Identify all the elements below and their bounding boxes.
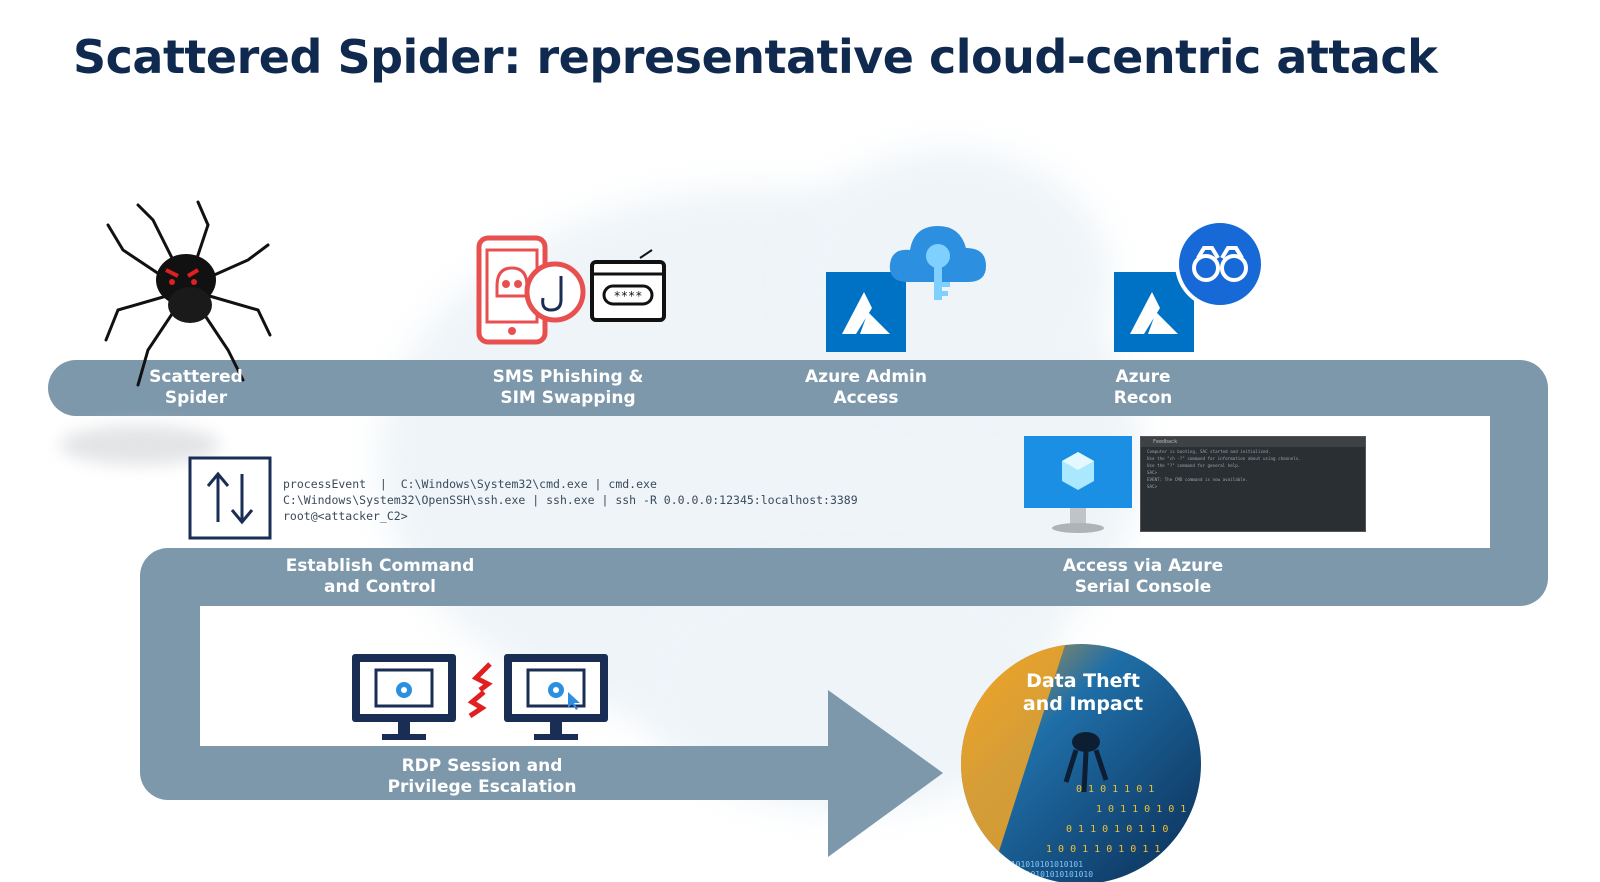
svg-text:1010101010101010: 1010101010101010 <box>1016 870 1093 879</box>
command-line-text: processEvent | C:\Windows\System32\cmd.e… <box>283 477 858 523</box>
serial-console-window: Feedback Computer is booting, SAC starte… <box>1140 436 1366 532</box>
spider-icon <box>104 200 272 387</box>
step-label-recon: Azure Recon <box>1113 367 1173 408</box>
console-line: Use the "ch -?" command for information … <box>1147 456 1301 461</box>
step-label-actor: Scattered Spider <box>149 367 243 408</box>
svg-text:0 1 1 0 1 0 1 1 0: 0 1 1 0 1 0 1 1 0 <box>1066 824 1168 835</box>
flow-band <box>48 360 1548 857</box>
phishing-phone-icon <box>476 235 586 345</box>
console-line: Use the "?" command for general help. <box>1147 463 1241 468</box>
binoculars-icon <box>1175 219 1265 309</box>
page-title: Scattered Spider: representative cloud-c… <box>73 30 1438 84</box>
svg-text:1 0 0 1 1 0 1 0 1 1: 1 0 0 1 1 0 1 0 1 1 <box>1046 844 1160 855</box>
svg-text:****: **** <box>614 289 643 303</box>
rdp-monitor-icon <box>504 654 608 740</box>
console-line: EVENT: The CMD command is now available. <box>1147 477 1248 482</box>
step-label-impact: Data Theft and Impact <box>1022 670 1144 715</box>
svg-text:0 1 0 1 1 0 1: 0 1 0 1 1 0 1 <box>1076 784 1154 795</box>
cloud-key-icon <box>889 226 986 300</box>
console-tab: Feedback <box>1141 437 1365 447</box>
azure-logo-icon <box>826 272 906 352</box>
console-line: SAC> <box>1147 484 1158 489</box>
password-window-icon: **** <box>590 249 666 322</box>
console-line: Computer is booting, SAC started and ini… <box>1147 449 1271 454</box>
rdp-monitor-icon <box>352 654 456 740</box>
step-label-c2: Establish Command and Control <box>285 556 475 597</box>
vm-monitor-icon <box>1024 436 1132 533</box>
svg-text:1 0 1 1 0 1 0 1: 1 0 1 1 0 1 0 1 <box>1096 804 1186 815</box>
svg-text:0101010101010101: 0101010101010101 <box>1006 860 1083 869</box>
step-label-rdp: RDP Session and Privilege Escalation <box>387 756 577 797</box>
broken-connection-icon <box>467 662 493 718</box>
step-label-phishing: SMS Phishing & SIM Swapping <box>492 367 644 408</box>
step-label-admin-access: Azure Admin Access <box>805 367 927 408</box>
step-label-serial-console: Access via Azure Serial Console <box>1062 556 1224 597</box>
console-line: SAC> <box>1147 470 1158 475</box>
data-impact-image: 0 1 0 1 1 0 1 1 0 1 1 0 1 0 1 0 1 1 0 1 … <box>961 644 1201 882</box>
transfer-arrows-icon <box>188 456 272 540</box>
